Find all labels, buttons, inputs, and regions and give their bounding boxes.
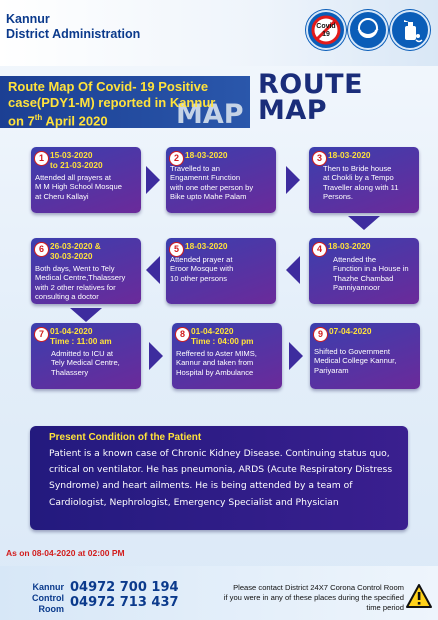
present-condition-text: Patient is a known case of Chronic Kidne… [49, 448, 393, 508]
arrow-right-icon [146, 166, 160, 194]
step-number: 8 [175, 327, 190, 342]
arrow-down-icon [348, 216, 380, 230]
step-number: 1 [34, 151, 49, 166]
org-line-1: Kannur [6, 12, 50, 26]
as-on-timestamp: As on 08-04-2020 at 02:00 PM [6, 548, 125, 558]
step-description: Travelled to an Engamennt Function with … [170, 164, 254, 202]
step-number: 3 [312, 151, 327, 166]
step-number: 2 [169, 151, 184, 166]
step-description: Then to Bride house at Chokli by a Tempo… [323, 164, 399, 202]
phone-number-1[interactable]: 04972 700 194 [70, 580, 179, 595]
route-step-6: 6 26-03-2020 & 30-03-2020 Both days, Wen… [31, 238, 141, 304]
step-number: 5 [169, 242, 184, 257]
org-line-2: District Administration [6, 27, 141, 41]
hand-sanitizer-icon [390, 10, 430, 50]
present-condition-title: Present Condition of the Patient [49, 432, 202, 443]
step-date: 26-03-2020 & 30-03-2020 [50, 241, 101, 261]
route-step-2: 2 18-03-2020 Travelled to an Engamennt F… [166, 147, 276, 213]
arrow-down-icon [70, 308, 102, 322]
step-date: 15-03-2020 to 21-03-2020 [50, 150, 103, 170]
arrow-right-icon [149, 342, 163, 370]
step-date: 18-03-2020 [185, 241, 228, 251]
route-map-line-2: MAP [258, 95, 328, 126]
step-description: Admitted to ICU at Tely Medical Centre, … [51, 349, 120, 377]
route-step-3: 3 18-03-2020 Then to Bride house at Chok… [309, 147, 419, 213]
step-description: Attended the Function in a House in Thaz… [333, 255, 409, 293]
title-banner [0, 76, 250, 128]
route-step-5: 5 18-03-2020 Attended prayer at Eroor Mo… [166, 238, 276, 304]
arrow-right-icon [286, 166, 300, 194]
svg-text:Covid: Covid [316, 23, 335, 30]
contact-notice: Please contact District 24X7 Corona Cont… [223, 583, 404, 612]
route-map-line-1: ROUTE [258, 69, 364, 100]
face-mask-icon [348, 10, 388, 50]
step-description: Both days, Went to Tely Medical Centre,T… [35, 264, 126, 302]
step-number: 4 [312, 242, 327, 257]
step-description: Reffered to Aster MIMS, Kannur and taken… [176, 349, 257, 377]
step-date: 18-03-2020 [328, 241, 371, 251]
arrow-left-icon [286, 256, 300, 284]
covid19-sign-icon: Covid 19 [306, 10, 346, 50]
control-room-label: Kannur Control Room [32, 582, 64, 614]
phone-number-2[interactable]: 04972 713 437 [70, 595, 179, 610]
route-map-heading: ROUTE MAP [258, 69, 364, 126]
svg-text:19: 19 [322, 31, 330, 38]
title-line-1: Route Map Of Covid- 19 Positive [8, 79, 209, 94]
route-step-4: 4 18-03-2020 Attended the Function in a … [309, 238, 419, 304]
route-step-7: 7 01-04-2020 Time : 11:00 am Admitted to… [31, 323, 141, 389]
arrow-left-icon [146, 256, 160, 284]
step-date: 18-03-2020 [328, 150, 371, 160]
footer [0, 566, 438, 620]
step-date: 07-04-2020 [329, 326, 372, 336]
present-condition-panel [30, 426, 408, 530]
step-description: Attended prayer at Eroor Mosque with 10 … [170, 255, 234, 283]
title-line-2: case(PDY1-M) reported in Kannur [8, 94, 216, 110]
step-number: 9 [313, 327, 328, 342]
step-number: 6 [34, 242, 49, 257]
route-map-watermark: MAP [176, 99, 244, 130]
route-step-9: 9 07-04-2020 Shifted to Government Medic… [310, 323, 420, 389]
step-date: 01-04-2020 Time : 11:00 am [50, 326, 112, 346]
step-date: 01-04-2020 Time : 04:00 pm [191, 326, 254, 346]
route-step-8: 8 01-04-2020 Time : 04:00 pm Reffered to… [172, 323, 282, 389]
arrow-right-icon [289, 342, 303, 370]
route-step-1: 1 15-03-2020 to 21-03-2020 Attended all … [31, 147, 141, 213]
step-description: Shifted to Government Medical College Ka… [314, 347, 397, 375]
control-room-phones: 04972 700 194 04972 713 437 [70, 580, 179, 610]
step-date: 18-03-2020 [185, 150, 228, 160]
organization-name: Kannur District Administration [6, 12, 140, 42]
page-title: Route Map Of Covid- 19 Positive case(PDY… [8, 79, 250, 129]
step-number: 7 [34, 327, 49, 342]
title-line-3: on 7th April 2020 [8, 113, 108, 129]
step-description: Attended all prayers at M M High School … [35, 173, 122, 201]
warning-icon [406, 584, 432, 608]
